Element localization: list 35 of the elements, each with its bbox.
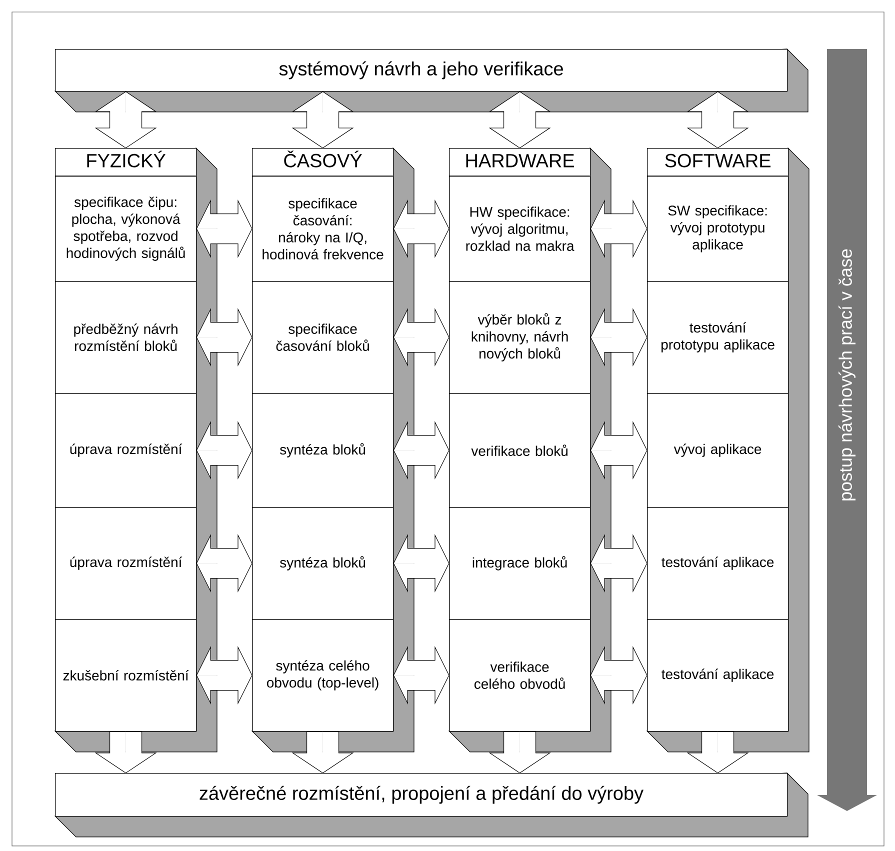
block-arrow [196,200,252,258]
task-box: integrace bloků [449,506,591,620]
task-box: syntéza celého obvodu (top-level) [252,618,394,732]
task-box: vývoj aplikace [647,392,789,508]
task-box: zkušební rozmístění [55,618,197,732]
block-arrow [393,421,450,480]
task-box: HW specifikace: vývoj algoritmu, rozklad na makra [449,176,591,282]
task-box: specifikace čipu: plocha, výkonová spotřeba, rozvod hodinových signálů [55,176,197,282]
task-box: specifikace časování: nároky na I/Q, hodinová frekvence [252,176,394,282]
task-box: předběžný návrh rozmístění bloků [55,281,197,394]
task-box: syntéza bloků [252,506,394,620]
block-arrow [196,308,252,367]
block-arrow [196,421,252,480]
task-box: úprava rozmístění [55,392,197,508]
task-box: SW specifikace: vývoj prototypu aplikace [647,176,789,282]
task-box: verifikace bloků [449,392,591,508]
block-arrow [590,421,648,480]
block-arrow [393,534,450,593]
task-box: specifikace časování bloků [252,281,394,394]
block-arrow [590,646,648,705]
block-arrow [393,308,450,367]
task-box: testování aplikace [647,506,789,620]
task-box: testování aplikace [647,618,789,732]
block-arrow [590,534,648,593]
block-arrow [590,200,648,258]
task-box: úprava rozmístění [55,506,197,620]
block-arrow [590,308,648,367]
task-box: syntéza bloků [252,392,394,508]
block-arrow [196,646,252,705]
task-box: verifikace celého obvodů [449,618,591,732]
block-arrow [393,646,450,705]
block-arrow [196,534,252,593]
task-box: testování prototypu aplikace [647,281,789,394]
task-box: výběr bloků z knihovny, návrh nových bloků [449,281,591,394]
block-arrow [393,200,450,258]
